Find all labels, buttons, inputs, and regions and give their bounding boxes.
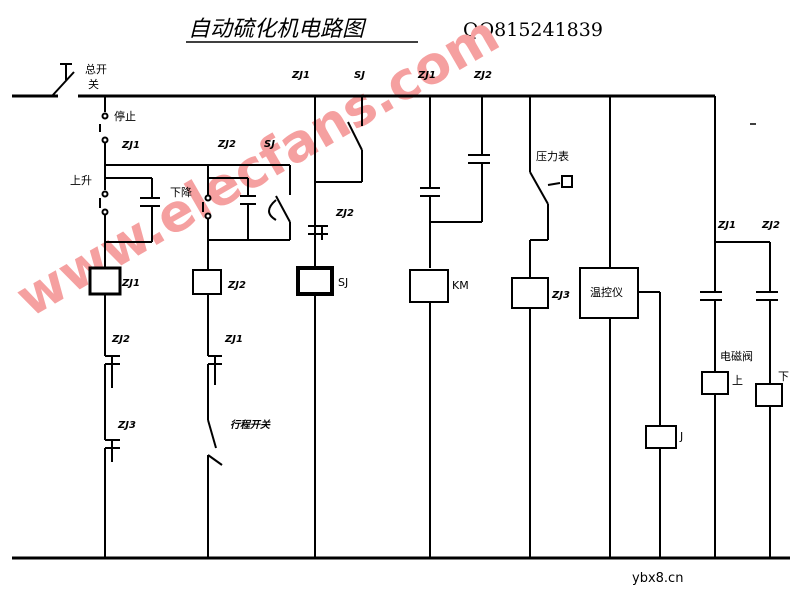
timer-coil-sj [296, 266, 334, 296]
label-zj1-col4: ZJ1 [417, 70, 436, 81]
main-switch [51, 63, 75, 97]
branch-zj1 [99, 96, 290, 558]
site-watermark: ybx8.cn [632, 571, 683, 586]
temperature-controller [579, 267, 639, 319]
label-zj3-interlock: ZJ3 [117, 420, 136, 431]
label-zj2-top: ZJ2 [217, 139, 236, 150]
branch-sj [308, 96, 363, 558]
label-zj1-col7: ZJ1 [717, 220, 736, 231]
label-zj2-col4: ZJ2 [473, 70, 492, 81]
diagram-title: 自动硫化机电路图 [188, 17, 367, 42]
label-travel-switch: 行程开关 [230, 419, 271, 431]
label-valve-up: 上 [732, 374, 743, 387]
solenoid-valve-down [755, 383, 783, 407]
label-stop: 停止 [114, 109, 136, 123]
qq-number: QQ815241839 [463, 19, 603, 41]
branch-valve-up [700, 96, 770, 558]
label-sj-col3: SJ [354, 70, 365, 81]
label-sj-top-left: SJ [264, 139, 275, 150]
label-down: 下降 [170, 185, 192, 199]
label-zj1-contact: ZJ1 [121, 140, 140, 151]
relay-coil-zj1 [88, 266, 122, 296]
contactor-coil-km [409, 269, 449, 303]
label-sj-coil: SJ [338, 276, 348, 289]
main-switch-label: 总开 [85, 62, 107, 76]
branch-temp [609, 96, 661, 558]
main-switch-label-2: 关 [88, 77, 99, 91]
label-zj2-col8: ZJ2 [761, 220, 780, 231]
label-zj1-coil: ZJ1 [121, 278, 140, 289]
label-temp-controller: 温控仪 [590, 285, 623, 299]
label-valve-down: 下 [778, 370, 789, 383]
label-pressure-gauge: 压力表 [536, 149, 569, 163]
relay-coil-zj3 [511, 277, 549, 309]
solenoid-valve-up [701, 371, 729, 395]
label-zj2-interlock: ZJ2 [111, 334, 130, 345]
label-zj2-col3: ZJ2 [335, 208, 354, 219]
label-zj1-col3: ZJ1 [291, 70, 310, 81]
label-solenoid-valve: 电磁阀 [720, 349, 753, 363]
label-zj2-coil: ZJ2 [227, 280, 246, 291]
label-j-coil: J [679, 430, 683, 443]
pressure-gauge-icon [561, 175, 573, 188]
branch-valve-down [756, 242, 778, 558]
label-up: 上升 [70, 174, 92, 187]
branch-zj2 [202, 165, 291, 558]
branch-km [420, 96, 490, 558]
relay-coil-j [645, 425, 677, 449]
label-zj1-interlock: ZJ1 [224, 334, 243, 345]
label-zj3-coil: ZJ3 [551, 290, 570, 301]
relay-coil-zj2 [192, 269, 222, 295]
branch-zj3 [529, 96, 561, 558]
label-km-coil: KM [452, 279, 469, 292]
